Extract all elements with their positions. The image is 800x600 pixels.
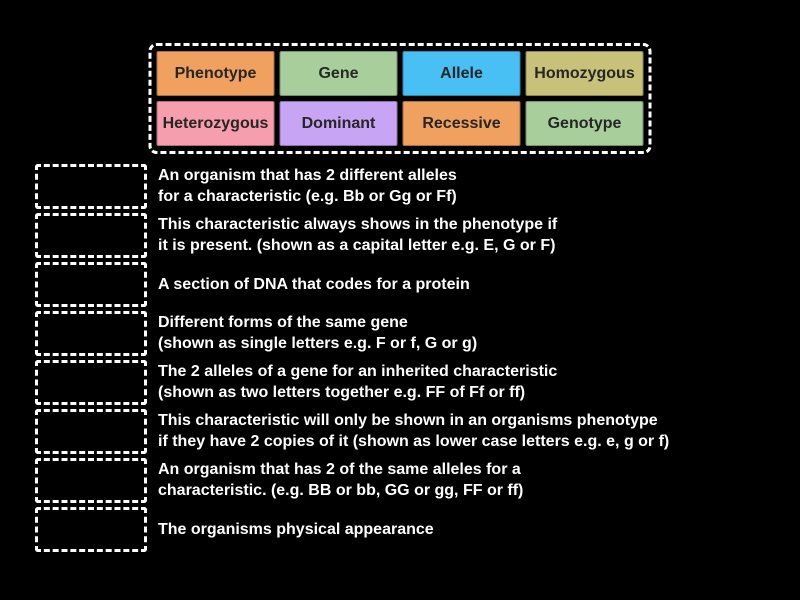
definition-text: This characteristic always shows in the … — [158, 216, 558, 254]
word-tile-recessive[interactable]: Recessive — [402, 101, 521, 146]
definition-text: An organism that has 2 of the same allel… — [158, 461, 524, 499]
definition-row: An organism that has 2 of the same allel… — [35, 456, 780, 504]
word-tile-homozygous[interactable]: Homozygous — [525, 51, 644, 96]
word-tile-bank: Phenotype Gene Allele Homozygous Heteroz… — [148, 43, 652, 154]
definition-text: The organisms physical appearance — [158, 520, 434, 538]
answer-drop-zone-4[interactable] — [35, 310, 147, 356]
word-tile-gene[interactable]: Gene — [279, 51, 398, 96]
definition-row: This characteristic will only be shown i… — [35, 407, 780, 455]
answer-drop-zone-7[interactable] — [35, 457, 147, 503]
word-tile-genotype[interactable]: Genotype — [525, 101, 644, 146]
definition-row: This characteristic always shows in the … — [35, 211, 780, 259]
definition-row: A section of DNA that codes for a protei… — [35, 260, 780, 308]
word-tile-phenotype[interactable]: Phenotype — [156, 51, 275, 96]
answer-drop-zone-8[interactable] — [35, 506, 147, 552]
definition-list: An organism that has 2 different alleles… — [35, 162, 780, 553]
definition-row: Different forms of the same gene (shown … — [35, 309, 780, 357]
definition-row: The organisms physical appearance — [35, 505, 780, 553]
answer-drop-zone-5[interactable] — [35, 359, 147, 405]
definition-text: Different forms of the same gene (shown … — [158, 314, 478, 352]
word-tile-allele[interactable]: Allele — [402, 51, 521, 96]
answer-drop-zone-1[interactable] — [35, 163, 147, 209]
definition-text: The 2 alleles of a gene for an inherited… — [158, 363, 558, 401]
word-tile-dominant[interactable]: Dominant — [279, 101, 398, 146]
word-tile-heterozygous[interactable]: Heterozygous — [156, 101, 275, 146]
answer-drop-zone-3[interactable] — [35, 261, 147, 307]
definition-text: This characteristic will only be shown i… — [158, 412, 670, 450]
definition-text: An organism that has 2 different alleles… — [158, 167, 457, 205]
answer-drop-zone-6[interactable] — [35, 408, 147, 454]
definition-row: The 2 alleles of a gene for an inherited… — [35, 358, 780, 406]
definition-row: An organism that has 2 different alleles… — [35, 162, 780, 210]
definition-text: A section of DNA that codes for a protei… — [158, 275, 470, 293]
answer-drop-zone-2[interactable] — [35, 212, 147, 258]
